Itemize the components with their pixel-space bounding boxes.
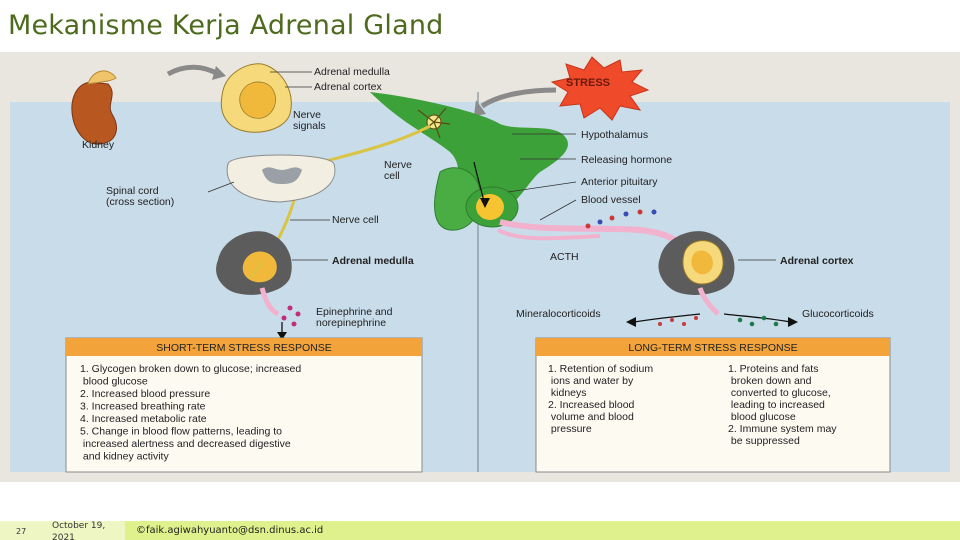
long-term-response-box: LONG-TERM STRESS RESPONSE 1. Retention o… (535, 337, 891, 473)
response-item-line: blood glucose (80, 376, 148, 388)
response-item-line: 3. Increased breathing rate (80, 401, 206, 413)
response-item-line: and kidney activity (80, 451, 169, 463)
short-term-header: SHORT-TERM STRESS RESPONSE (156, 342, 331, 354)
adrenal-mechanism-diagram: Kidney Adrenal medulla Adrenal cortex ST… (0, 52, 960, 482)
adrenal-medulla-illustration (216, 231, 292, 295)
label-adrenal-cortex: Adrenal cortex (780, 255, 854, 267)
long-term-left-items: 1. Retention of sodium ions and water by… (548, 363, 653, 435)
footer-date: October 19, 2021 (52, 521, 106, 540)
response-item-line: 2. Increased blood pressure (80, 388, 210, 400)
label-acth: ACTH (550, 251, 579, 263)
kidney-illustration (71, 70, 117, 145)
stress-burst: STRESS (550, 56, 650, 121)
label-blood-vessel: Blood vessel (581, 194, 641, 206)
response-item-line: converted to glucose, (728, 387, 831, 399)
response-item-line: 1. Retention of sodium (548, 363, 653, 375)
slide-number: 27 (16, 527, 27, 536)
short-term-response-box: SHORT-TERM STRESS RESPONSE 1. Glycogen b… (65, 337, 423, 473)
response-item-line: be suppressed (728, 435, 800, 447)
response-item-line: 5. Change in blood flow patterns, leadin… (80, 426, 282, 438)
label-adrenal-medulla-top: Adrenal medulla (314, 66, 390, 78)
response-item-line: leading to increased (728, 399, 825, 411)
label-adrenal-cortex-top: Adrenal cortex (314, 81, 382, 93)
footer-author: ©faik.agiwahyuanto@dsn.dinus.ac.id (136, 525, 324, 536)
response-item-line: increased alertness and decreased digest… (80, 438, 291, 450)
label-nerve-cell-2: Nerve cell (332, 214, 379, 226)
adrenal-gland-large (220, 63, 292, 133)
response-item-line: kidneys (548, 387, 587, 399)
short-term-items: 1. Glycogen broken down to glucose; incr… (80, 363, 301, 463)
label-mineralocorticoids: Mineralocorticoids (516, 308, 601, 320)
response-item-line: broken down and (728, 375, 812, 387)
label-anterior-pituitary: Anterior pituitary (581, 176, 658, 188)
label-stress: STRESS (566, 77, 610, 89)
response-item-line: 1. Glycogen broken down to glucose; incr… (80, 363, 301, 375)
footer-highlight (125, 521, 960, 540)
slide-title: Mekanisme Kerja Adrenal Gland (8, 10, 444, 41)
response-item-line: 2. Immune system may (728, 423, 837, 435)
spinal-cord-cross-section (226, 154, 336, 203)
response-item-line: 4. Increased metabolic rate (80, 413, 207, 425)
label-kidney: Kidney (82, 139, 115, 151)
label-spinal-cord: Spinal cord(cross section) (106, 185, 174, 208)
label-glucocorticoids: Glucocorticoids (802, 308, 874, 320)
response-item-line: pressure (548, 423, 592, 435)
label-releasing-hormone: Releasing hormone (581, 154, 672, 166)
label-adrenal-medulla: Adrenal medulla (332, 255, 414, 267)
neuron-cell (417, 107, 451, 139)
long-term-right-items: 1. Proteins and fats broken down and con… (728, 363, 837, 447)
label-hypothalamus: Hypothalamus (581, 129, 648, 141)
response-item-line: 2. Increased blood (548, 399, 635, 411)
long-term-header: LONG-TERM STRESS RESPONSE (628, 342, 797, 354)
response-item-line: ions and water by (548, 375, 634, 387)
response-item-line: volume and blood (548, 411, 634, 423)
response-item-line: blood glucose (728, 411, 796, 423)
response-item-line: 1. Proteins and fats (728, 363, 818, 375)
adrenal-cortex-illustration (658, 231, 735, 295)
